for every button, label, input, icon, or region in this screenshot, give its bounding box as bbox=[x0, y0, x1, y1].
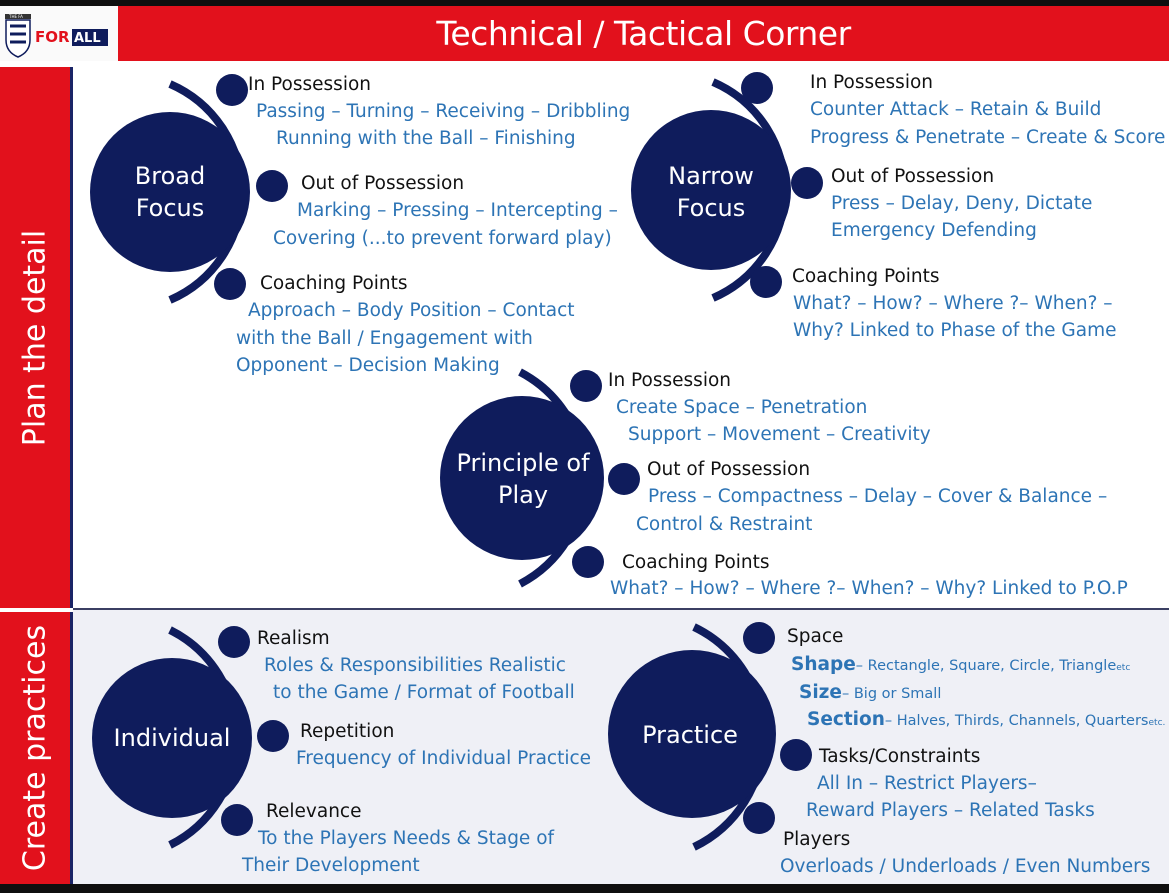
principle-of-play-title: Principle of Play bbox=[456, 449, 590, 509]
bullet-dot bbox=[214, 268, 246, 300]
size-text: – Big or Small bbox=[841, 686, 942, 702]
players-heading: Players bbox=[783, 829, 851, 850]
broad-out-of-possession-line: Marking – Pressing – Intercepting – bbox=[297, 200, 618, 221]
narrow-in-possession-heading: In Possession bbox=[810, 72, 933, 93]
narrow-out-of-possession-heading: Out of Possession bbox=[831, 166, 995, 187]
narrow-focus-circle bbox=[631, 110, 791, 270]
narrow-coaching-points-line: What? – How? – Where ?– When? – bbox=[793, 293, 1113, 314]
top-border bbox=[0, 0, 1169, 6]
pop-coaching-points-line: What? – How? – Where ?– When? – Why? Lin… bbox=[610, 578, 1128, 599]
bullet-dot bbox=[608, 463, 640, 495]
narrow-coaching-points-heading: Coaching Points bbox=[792, 266, 940, 287]
shape-text: – Rectangle, Square, Circle, Triangle bbox=[855, 658, 1117, 674]
bullet-dot bbox=[741, 72, 773, 104]
bullet-dot bbox=[221, 804, 253, 836]
fa-logo: THE FA FOR ALL bbox=[0, 6, 119, 61]
space-heading: Space bbox=[787, 626, 844, 647]
tasks-constraints-heading: Tasks/Constraints bbox=[819, 746, 981, 767]
broad-focus-circle bbox=[90, 112, 250, 272]
narrow-out-of-possession-line: Emergency Defending bbox=[831, 220, 1037, 241]
bullet-dot bbox=[743, 802, 775, 834]
sidebar-plan-the-detail: Plan the detail bbox=[0, 67, 70, 608]
section-suffix: etc. bbox=[1148, 718, 1166, 728]
broad-out-of-possession-heading: Out of Possession bbox=[301, 173, 465, 194]
pop-out-of-possession-heading: Out of Possession bbox=[647, 459, 811, 480]
bullet-dot bbox=[257, 720, 289, 752]
bullet-dot bbox=[780, 739, 812, 771]
shape-label: Shape bbox=[791, 654, 856, 675]
realism-line: Roles & Responsibilities Realistic bbox=[264, 655, 566, 676]
broad-out-of-possession-line: Covering (...to prevent forward play) bbox=[273, 228, 612, 249]
pop-in-possession-line: Support – Movement – Creativity bbox=[628, 424, 931, 445]
tasks-constraints-line: Reward Players – Related Tasks bbox=[806, 800, 1095, 821]
relevance-heading: Relevance bbox=[266, 801, 362, 822]
broad-coaching-points-line: Approach – Body Position – Contact bbox=[248, 300, 575, 321]
space-size-row: Size– Big or Small bbox=[799, 682, 941, 703]
brand-text-all: ALL bbox=[74, 31, 101, 46]
space-shape-row: Shape– Rectangle, Square, Circle, Triang… bbox=[791, 654, 1130, 675]
bullet-dot bbox=[791, 167, 823, 199]
bottom-border bbox=[0, 884, 1169, 893]
size-label: Size bbox=[799, 682, 842, 703]
pop-in-possession-heading: In Possession bbox=[608, 370, 731, 391]
pop-out-of-possession-line: Control & Restraint bbox=[636, 514, 813, 535]
bullet-dot bbox=[750, 266, 782, 298]
shape-suffix: etc bbox=[1116, 663, 1131, 673]
pop-in-possession-line: Create Space – Penetration bbox=[616, 397, 868, 418]
bullet-dot bbox=[743, 622, 775, 654]
bullet-dot bbox=[218, 626, 250, 658]
broad-coaching-points-heading: Coaching Points bbox=[260, 273, 408, 294]
narrow-in-possession-line: Progress & Penetrate – Create & Score bbox=[810, 127, 1166, 148]
broad-in-possession-line: Running with the Ball – Finishing bbox=[276, 128, 576, 149]
brand-all-box bbox=[72, 29, 108, 46]
relevance-line: Their Development bbox=[242, 855, 420, 876]
principle-of-play-circle bbox=[440, 396, 604, 560]
relevance-line: To the Players Needs & Stage of bbox=[258, 828, 555, 849]
practice-title: Practice bbox=[642, 721, 738, 749]
pop-out-of-possession-line: Press – Compactness – Delay – Cover & Ba… bbox=[648, 486, 1108, 507]
individual-circle bbox=[92, 658, 252, 818]
page-title: Technical / Tactical Corner bbox=[436, 14, 851, 53]
sidebar-rule-top bbox=[70, 67, 73, 608]
narrow-focus-title: Narrow Focus bbox=[668, 162, 754, 222]
narrow-in-possession-line: Counter Attack – Retain & Build bbox=[810, 99, 1102, 120]
sidebar-create-practices: Create practices bbox=[0, 612, 70, 884]
practice-circle bbox=[608, 650, 776, 818]
bullet-dot bbox=[570, 370, 602, 402]
space-section-row: Section– Halves, Thirds, Channels, Quart… bbox=[807, 709, 1165, 730]
repetition-heading: Repetition bbox=[300, 721, 395, 742]
three-lions-crest-icon bbox=[5, 14, 31, 58]
broad-in-possession-heading: In Possession bbox=[248, 74, 371, 95]
broad-focus-title: Broad Focus bbox=[134, 162, 206, 222]
repetition-line: Frequency of Individual Practice bbox=[296, 748, 592, 769]
narrow-out-of-possession-line: Press – Delay, Deny, Dictate bbox=[831, 193, 1093, 214]
pop-coaching-points-heading: Coaching Points bbox=[622, 552, 770, 573]
title-bar: Technical / Tactical Corner bbox=[118, 6, 1169, 61]
bullet-dot bbox=[256, 170, 288, 202]
bullet-dot bbox=[572, 546, 604, 578]
broad-coaching-points-line: with the Ball / Engagement with bbox=[236, 328, 533, 349]
section-divider bbox=[73, 608, 1169, 610]
individual-title: Individual bbox=[113, 724, 231, 752]
section-text: – Halves, Thirds, Channels, Quarters bbox=[884, 713, 1149, 729]
players-line: Overloads / Underloads / Even Numbers bbox=[780, 856, 1151, 877]
realism-heading: Realism bbox=[257, 628, 330, 649]
brand-text-for: FOR bbox=[35, 28, 70, 46]
narrow-coaching-points-line: Why? Linked to Phase of the Game bbox=[793, 320, 1117, 341]
realism-line: to the Game / Format of Football bbox=[273, 682, 575, 703]
bullet-dot bbox=[216, 74, 248, 106]
broad-coaching-points-line: Opponent – Decision Making bbox=[236, 355, 500, 376]
tasks-constraints-line: All In – Restrict Players– bbox=[817, 773, 1037, 794]
broad-in-possession-line: Passing – Turning – Receiving – Dribblin… bbox=[256, 101, 631, 122]
fa-caption: THE FA bbox=[8, 14, 23, 19]
section-label: Section bbox=[807, 709, 885, 730]
sidebar-rule-bottom bbox=[70, 612, 73, 884]
